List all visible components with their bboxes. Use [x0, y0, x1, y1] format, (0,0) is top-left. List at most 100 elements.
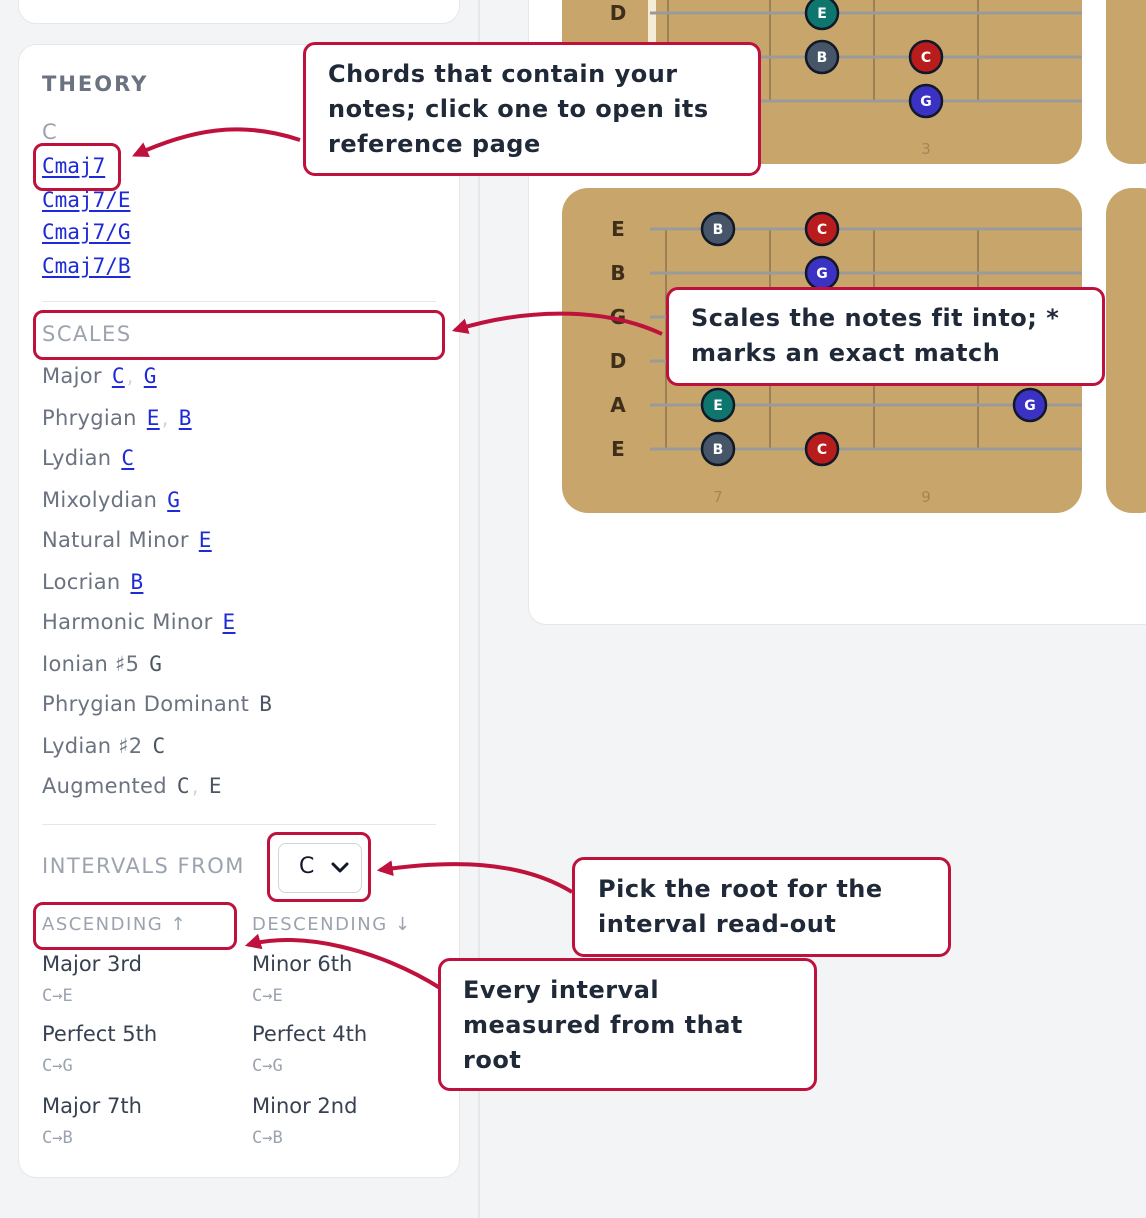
scale-root-c[interactable]: C	[121, 446, 135, 470]
scale-row: Lydian C	[42, 446, 134, 470]
string-label: D	[610, 1, 627, 25]
scale-root-e[interactable]: E	[222, 610, 236, 634]
chord-link-cmaj7[interactable]: Cmaj7	[42, 154, 106, 178]
scale-name: Phrygian Dominant	[42, 692, 250, 716]
interval-root-select[interactable]: C	[278, 843, 362, 893]
arrow-to-scales	[451, 311, 663, 336]
note-dot[interactable]	[804, 431, 840, 467]
note-label: G	[1024, 398, 1036, 414]
note-dot[interactable]	[700, 431, 736, 467]
callout-root: Pick the root for the interval read-out	[572, 857, 951, 957]
note-dot[interactable]	[700, 387, 736, 423]
scale-root-b: B	[259, 692, 273, 716]
scale-name: Natural Minor	[42, 528, 189, 552]
separator: ,	[126, 364, 134, 388]
interval-name: Major 3rd	[42, 952, 142, 976]
scale-name: Harmonic Minor	[42, 610, 213, 634]
note-label: C	[817, 222, 827, 238]
scale-row: Augmented C, E	[42, 774, 222, 798]
highlight-ascending	[33, 902, 237, 950]
note-label: G	[920, 94, 932, 110]
fretboard-body	[1106, 188, 1146, 513]
interval-notes: C→G	[42, 1056, 73, 1076]
note-dot[interactable]	[804, 39, 840, 75]
interval-name: Major 7th	[42, 1094, 142, 1118]
scale-root-e[interactable]: E	[198, 528, 212, 552]
scale-root-c[interactable]: C	[111, 364, 125, 388]
section-divider	[42, 824, 436, 825]
scale-row: Ionian ♯5 G	[42, 652, 162, 676]
note-label: B	[713, 442, 724, 458]
ascending-tab[interactable]: ASCENDING ↑	[42, 914, 188, 935]
scale-name: Lydian	[42, 446, 112, 470]
highlight-root-select	[267, 832, 371, 902]
scale-root-c: C	[176, 774, 190, 798]
theory-heading: THEORY	[42, 72, 149, 96]
interval-notes: C→G	[252, 1056, 283, 1076]
section-divider	[42, 301, 436, 302]
separator: ,	[191, 774, 199, 798]
note-dot[interactable]	[908, 83, 944, 119]
scale-row: Major C, G	[42, 364, 157, 388]
string-label: G	[610, 305, 626, 329]
scale-root-b[interactable]: B	[130, 570, 144, 594]
highlight-chord	[33, 143, 121, 191]
scale-row: Harmonic Minor E	[42, 610, 236, 634]
arrow-to-ascending	[244, 933, 442, 990]
string-label: E	[611, 217, 625, 241]
highlight-scales	[33, 310, 445, 360]
callout-scales: Scales the notes fit into; * marks an ex…	[666, 287, 1105, 386]
separator: ,	[161, 406, 169, 430]
interval-notes: C→B	[252, 1128, 283, 1148]
scale-root-e: E	[208, 774, 222, 798]
note-label: B	[817, 50, 828, 66]
scale-root-b[interactable]: B	[178, 406, 192, 430]
scale-name: Augmented	[42, 774, 167, 798]
fretboard-body	[1106, 0, 1146, 164]
arrow-to-root	[376, 860, 574, 894]
intervals-heading: INTERVALS FROM	[42, 854, 245, 878]
scale-row: Natural Minor E	[42, 528, 212, 552]
chord-link-cmaj7-b[interactable]: Cmaj7/B	[42, 254, 131, 278]
string-label: B	[610, 261, 625, 285]
note-dot[interactable]	[804, 0, 840, 31]
interval-notes: C→B	[42, 1128, 73, 1148]
scale-root-g: G	[149, 652, 163, 676]
note-dot[interactable]	[804, 211, 840, 247]
scale-root-c: C	[152, 734, 166, 758]
note-dot[interactable]	[1012, 387, 1048, 423]
descending-tab[interactable]: DESCENDING ↓	[252, 914, 412, 935]
interval-name: Perfect 5th	[42, 1022, 158, 1046]
note-label: E	[817, 6, 827, 22]
interval-notes: C→E	[42, 986, 73, 1006]
scale-name: Major	[42, 364, 102, 388]
nut	[648, 0, 656, 44]
chord-link-cmaj7-e[interactable]: Cmaj7/E	[42, 188, 131, 212]
note-label: B	[713, 222, 724, 238]
chord-base-note: C	[42, 120, 57, 144]
scale-row: Phrygian E, B	[42, 406, 192, 430]
scale-root-g[interactable]: G	[167, 488, 181, 512]
chord-link-cmaj7-g[interactable]: Cmaj7/G	[42, 220, 131, 244]
callout-chords: Chords that contain your notes; click on…	[303, 42, 761, 176]
scale-name: Phrygian	[42, 406, 137, 430]
scale-row: Lydian ♯2 C	[42, 734, 165, 758]
scale-name: Ionian ♯5	[42, 652, 140, 676]
note-label: C	[921, 50, 931, 66]
previous-card	[18, 0, 460, 24]
callout-intervals: Every interval measured from that root	[438, 958, 817, 1091]
note-dot[interactable]	[908, 39, 944, 75]
interval-root-value: C	[299, 854, 315, 879]
scale-name: Lydian ♯2	[42, 734, 143, 758]
arrow-to-chord	[132, 127, 301, 157]
scale-root-e[interactable]: E	[146, 406, 160, 430]
scale-root-g[interactable]: G	[143, 364, 157, 388]
note-label: C	[817, 442, 827, 458]
fret-number: 3	[921, 140, 931, 158]
string-label: D	[610, 349, 627, 373]
note-label: G	[816, 266, 828, 282]
note-dot[interactable]	[700, 211, 736, 247]
